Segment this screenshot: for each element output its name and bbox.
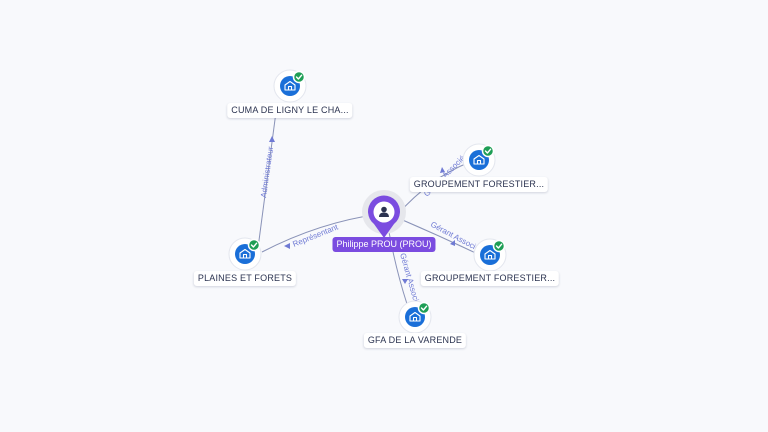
arrow-representant	[284, 243, 290, 249]
building-icon	[409, 311, 421, 322]
verified-badge	[292, 70, 306, 84]
person-icon	[379, 206, 389, 217]
verified-badge	[492, 239, 506, 253]
building-icon	[284, 80, 296, 91]
arrow-gf1	[440, 167, 445, 173]
company-node-gfa[interactable]	[398, 300, 432, 334]
company-label-gfa[interactable]: GFA DE LA VARENDE	[363, 333, 467, 348]
company-node-plaines[interactable]	[228, 237, 262, 271]
edge-administrateur	[257, 111, 277, 249]
verified-badge	[481, 144, 495, 158]
verified-badge	[247, 238, 261, 252]
company-node-gf1[interactable]	[462, 143, 496, 177]
edge-label-gerant-gf2: Gérant Associé	[429, 220, 482, 254]
building-icon	[473, 154, 485, 165]
edge-label-gerant-gfa: Gérant Associé	[398, 252, 422, 307]
company-node-cuma[interactable]	[273, 69, 307, 103]
person-label[interactable]: Philippe PROU (PROU)	[332, 237, 436, 252]
company-label-plaines[interactable]: PLAINES ET FORETS	[193, 271, 297, 286]
arrow-gfa	[402, 279, 408, 284]
company-label-cuma[interactable]: CUMA DE LIGNY LE CHA...	[227, 103, 353, 118]
edge-label-administrateur: Administrateur	[259, 146, 275, 199]
company-label-gf1[interactable]: GROUPEMENT FORESTIER...	[409, 177, 549, 192]
arrow-administrateur	[269, 136, 275, 142]
verified-badge	[417, 301, 431, 315]
building-icon	[239, 248, 251, 259]
company-label-gf2[interactable]: GROUPEMENT FORESTIER...	[420, 271, 560, 286]
arrow-gf2	[450, 240, 455, 246]
edge-gerant-gf2	[397, 217, 483, 257]
person-node[interactable]	[362, 190, 406, 238]
company-node-gf2[interactable]	[473, 238, 507, 272]
building-icon	[484, 249, 496, 260]
